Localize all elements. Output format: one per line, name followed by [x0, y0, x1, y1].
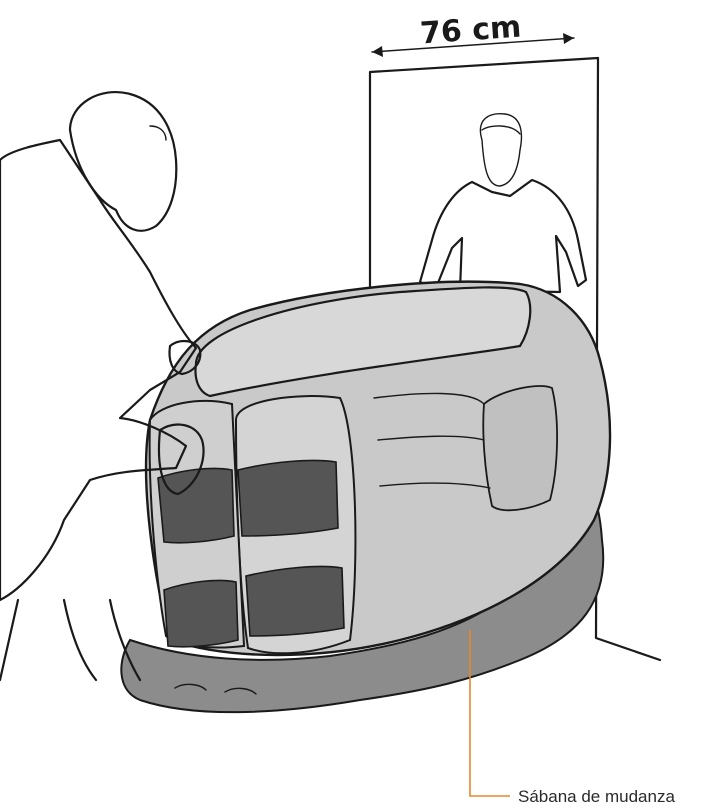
blanket-callout-label: Sábana de mudanza — [518, 787, 675, 806]
width-dimension-label: 76 cm — [419, 9, 522, 51]
person-back — [420, 114, 586, 292]
